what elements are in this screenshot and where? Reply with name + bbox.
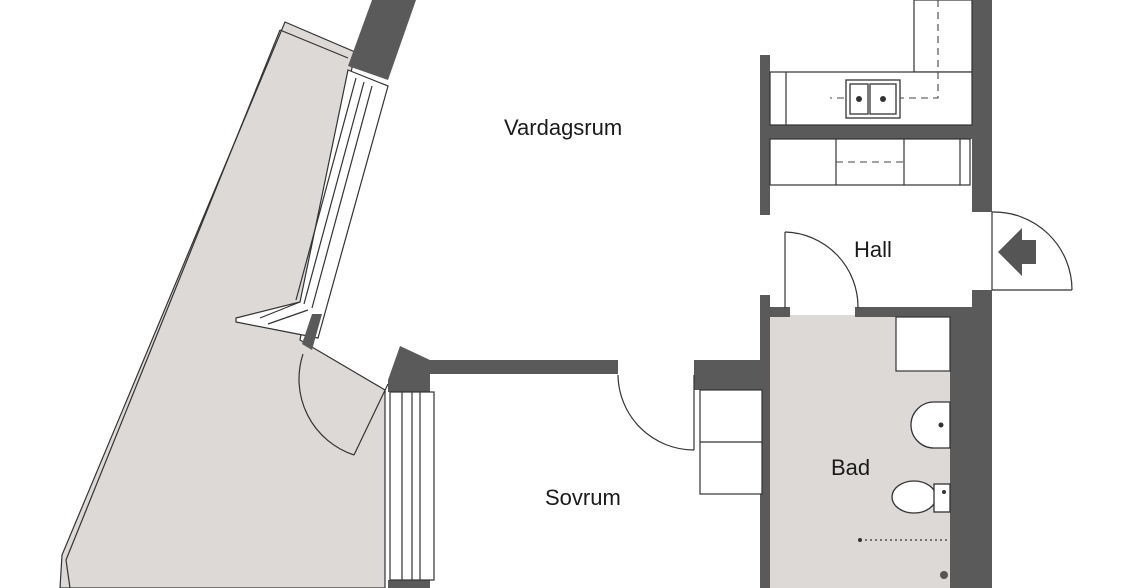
kitchen [769, 0, 973, 186]
shower-icon [858, 538, 950, 579]
sink-icon [845, 79, 901, 119]
wardrobe [699, 389, 763, 495]
room-label-bad: Bad [831, 455, 870, 480]
room-label-sovrum: Sovrum [545, 485, 621, 510]
entrance-arrow-icon [998, 228, 1036, 276]
bedroom-window [389, 391, 435, 581]
walls [302, 0, 992, 588]
room-label-vardagsrum: Vardagsrum [504, 115, 622, 140]
washbasin-icon [910, 401, 951, 449]
balcony [59, 21, 389, 588]
toilet-icon [891, 480, 951, 514]
room-label-hall: Hall [854, 237, 892, 262]
doors [298, 211, 1073, 456]
bathroom-fixtures [858, 316, 951, 579]
